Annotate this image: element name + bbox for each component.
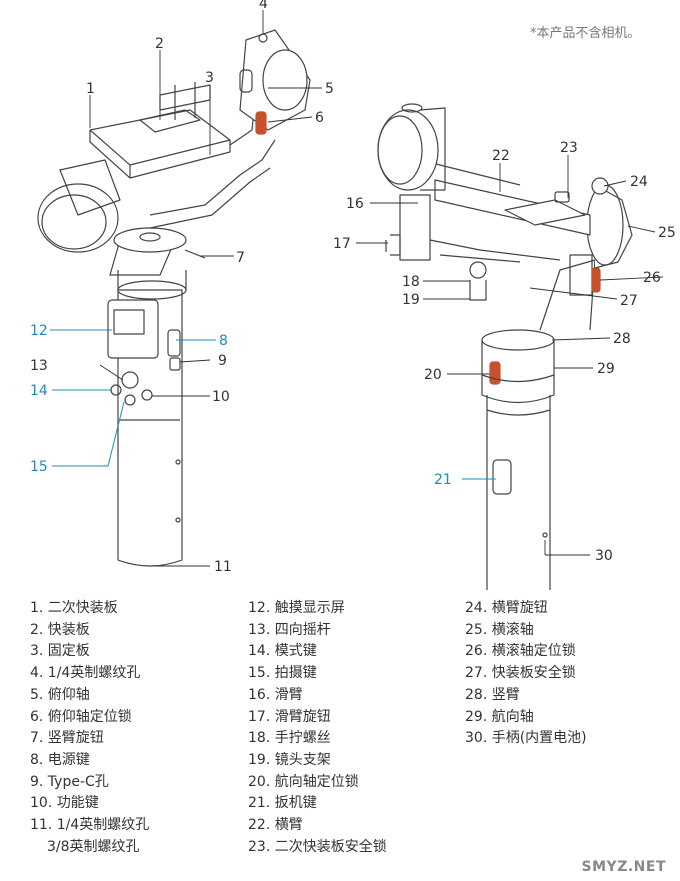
callout-9: 9 — [218, 353, 227, 369]
legend-item: 6. 俯仰轴定位锁 — [30, 708, 132, 725]
legend-item: 25. 横滚轴 — [465, 621, 534, 638]
callout-27: 27 — [620, 293, 638, 309]
callout-16: 16 — [346, 196, 364, 212]
legend-item: 11. 1/4英制螺纹孔 — [30, 817, 150, 834]
legend-item: 15. 拍摄键 — [248, 665, 317, 682]
legend-column-2: 12. 触摸显示屏 13. 四向摇杆 14. 模式键 15. 拍摄键 16. 滑… — [248, 598, 387, 858]
callout-28: 28 — [613, 331, 631, 347]
callout-18: 18 — [402, 274, 420, 290]
callout-2: 2 — [155, 36, 164, 52]
callout-7: 7 — [236, 250, 245, 266]
callout-4: 4 — [259, 0, 268, 12]
callout-11: 11 — [214, 559, 232, 575]
legend-item: 20. 航向轴定位锁 — [248, 773, 359, 790]
callout-10: 10 — [212, 389, 230, 405]
legend-item: 8. 电源键 — [30, 751, 90, 768]
left-gimbal-drawing — [37, 29, 311, 567]
legend-item: 5. 俯仰轴 — [30, 686, 90, 703]
gimbal-diagram: 1 2 3 4 5 6 7 9 10 11 13 16 17 18 19 20 … — [30, 0, 676, 590]
callout-13: 13 — [30, 358, 48, 374]
callout-6: 6 — [315, 110, 324, 126]
callout-26: 26 — [643, 270, 661, 286]
legend-column-3: 24. 横臂旋钮 25. 横滚轴 26. 横滚轴定位锁 27. 快装板安全锁 2… — [465, 598, 587, 750]
legend-item: 23. 二次快装板安全锁 — [248, 838, 387, 855]
legend-item: 22. 横臂 — [248, 817, 303, 834]
legend-item: 18. 手拧螺丝 — [248, 730, 331, 747]
legend-item: 10. 功能键 — [30, 795, 99, 812]
callout-29: 29 — [597, 361, 615, 377]
legend-item: 12. 触摸显示屏 — [248, 600, 345, 616]
legend-item: 28. 竖臂 — [465, 686, 520, 703]
legend-item: 30. 手柄(内置电池) — [465, 730, 587, 747]
legend-item: 3. 固定板 — [30, 643, 90, 660]
callout-12: 12 — [30, 323, 48, 339]
legend-item: 24. 横臂旋钮 — [465, 600, 548, 616]
callout-14: 14 — [30, 383, 48, 399]
callout-17: 17 — [333, 236, 351, 252]
callout-21: 21 — [434, 472, 452, 488]
right-gimbal-drawing — [377, 103, 633, 590]
legend-item: 26. 横滚轴定位锁 — [465, 643, 576, 660]
legend-item: 17. 滑臂旋钮 — [248, 708, 331, 725]
legend-item: 14. 模式键 — [248, 643, 317, 660]
legend-item: 2. 快装板 — [30, 621, 90, 638]
legend-item: 21. 扳机键 — [248, 795, 317, 812]
callout-23: 23 — [560, 140, 578, 156]
legend-column-1: 1. 二次快装板 2. 快装板 3. 固定板 4. 1/4英制螺纹孔 5. 俯仰… — [30, 598, 149, 858]
callout-5: 5 — [325, 81, 334, 97]
legend-item: 1. 二次快装板 — [30, 600, 118, 616]
callout-30: 30 — [595, 548, 613, 564]
watermark: SMYZ.NET — [581, 859, 666, 875]
legend-item: 7. 竖臂旋钮 — [30, 730, 104, 747]
legend-item: 3/8英制螺纹孔 — [47, 838, 140, 855]
callout-20: 20 — [424, 367, 442, 383]
legend-item: 19. 镜头支架 — [248, 751, 331, 768]
callout-15: 15 — [30, 459, 48, 475]
callout-19: 19 — [402, 292, 420, 308]
callout-8: 8 — [219, 333, 228, 349]
legend-item: 29. 航向轴 — [465, 708, 534, 725]
callout-22: 22 — [492, 148, 510, 164]
no-camera-note: *本产品不含相机。 — [530, 26, 641, 41]
callout-25: 25 — [658, 225, 676, 241]
legend-item: 4. 1/4英制螺纹孔 — [30, 665, 141, 682]
callout-24: 24 — [630, 174, 648, 190]
legend-item: 16. 滑臂 — [248, 686, 303, 703]
callout-3: 3 — [205, 70, 214, 86]
legend-item: 9. Type-C孔 — [30, 773, 109, 790]
legend-item: 27. 快装板安全锁 — [465, 665, 576, 682]
legend-item: 13. 四向摇杆 — [248, 621, 331, 638]
callout-1: 1 — [86, 81, 95, 97]
